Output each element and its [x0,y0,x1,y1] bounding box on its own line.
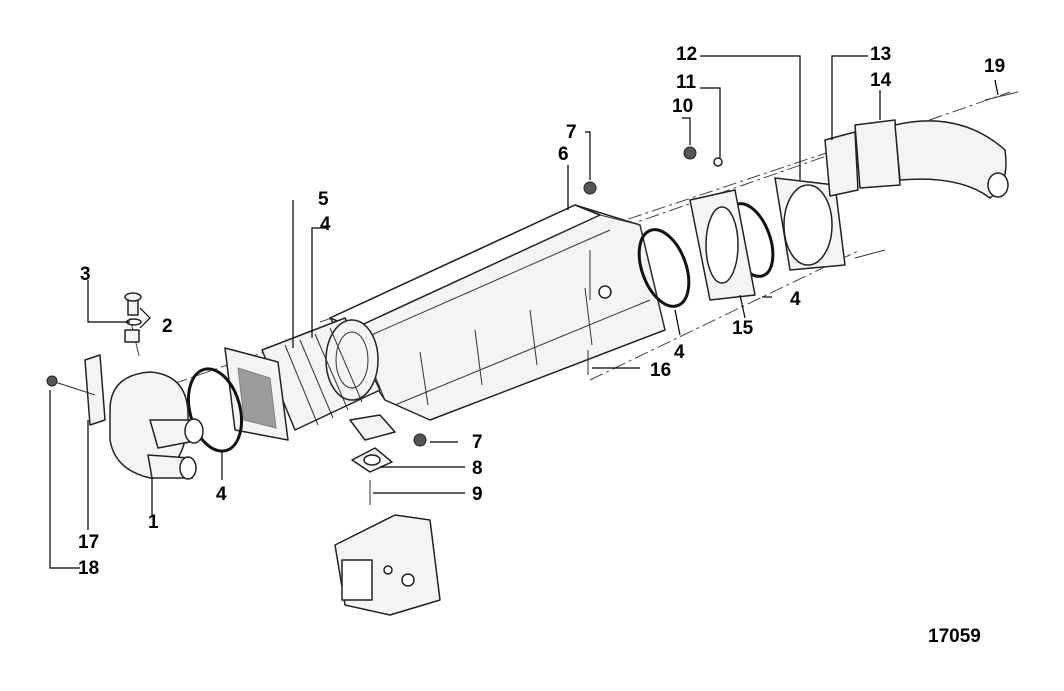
callout-15: 15 [732,318,754,339]
callout-6: 6 [558,144,569,165]
callout-1: 1 [148,512,159,533]
callout-13: 13 [870,44,891,65]
heat-exchanger-housing [329,204,666,441]
callout-8: 8 [472,458,483,479]
end-cover [109,292,204,480]
callout-17: 17 [78,532,99,553]
elbow-gasket [824,131,859,197]
bracket [46,354,106,426]
callout-4-bundle: 4 [320,214,331,235]
exhaust-manifold [334,514,441,616]
figure-number: 17059 [928,626,981,647]
callout-4-center-ring: 4 [674,342,685,363]
callout-7-bottom: 7 [472,432,483,453]
leader-lines [49,55,999,569]
callout-18: 18 [78,558,99,579]
callout-12: 12 [676,44,697,65]
callout-14: 14 [870,70,892,91]
callout-11: 11 [676,72,697,93]
exhaust-elbow [854,119,1009,199]
callout-4-right-ring: 4 [790,289,801,310]
callout-7-top: 7 [566,122,577,143]
elbow-flange [774,177,846,271]
tube-bundle [261,317,381,431]
callout-19: 19 [984,56,1005,77]
callout-4-left-ring: 4 [216,484,227,505]
callout-10: 10 [672,96,693,117]
callout-3: 3 [80,264,91,285]
callout-9: 9 [472,484,483,505]
callout-5: 5 [318,189,329,210]
fasteners [413,91,1019,447]
outlet-plate [689,189,756,301]
callout-2: 2 [162,316,173,337]
callout-16: 16 [650,360,671,381]
mount-gasket [351,447,393,473]
